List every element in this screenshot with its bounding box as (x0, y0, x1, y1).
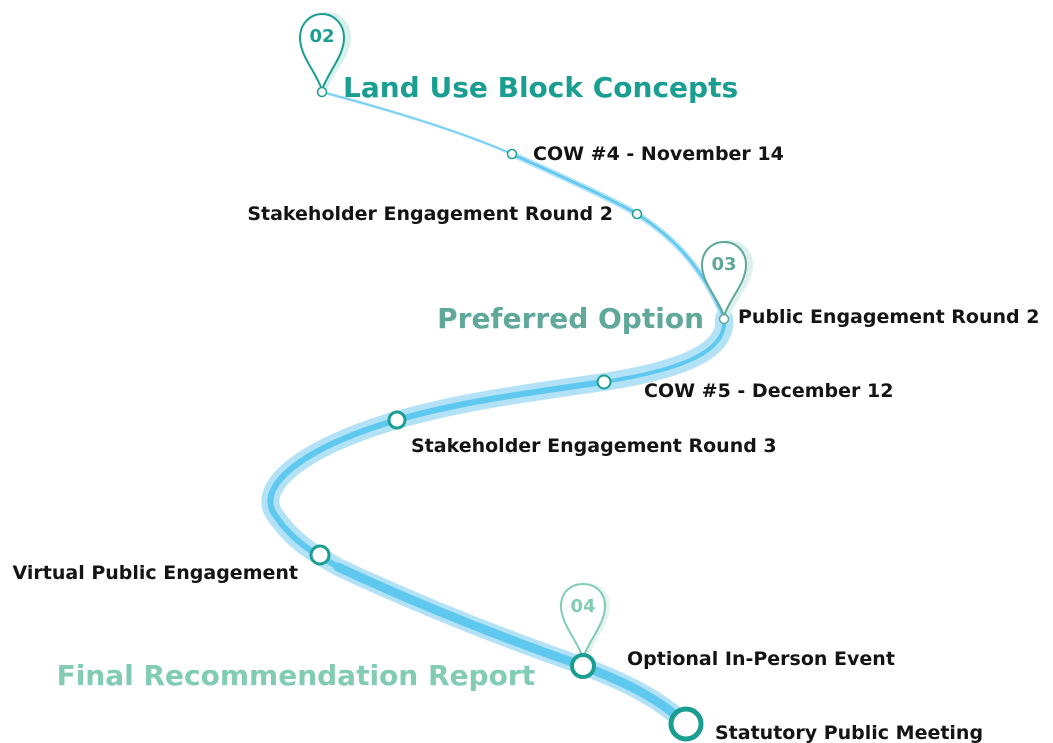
path-halo-segment-2 (509, 151, 727, 321)
pin-outline-04 (559, 582, 607, 662)
milestone-node-in-person-event (570, 653, 596, 679)
milestone-nodes (309, 148, 704, 742)
phase-title-preferred-option: Preferred Option (437, 302, 704, 335)
phase-title-final-report: Final Recommendation Report (57, 659, 535, 692)
pin-number-04: 04 (570, 596, 595, 617)
path-core-segment-2 (510, 152, 726, 320)
pin-anchor-03 (718, 313, 730, 325)
milestone-label-cow5: COW #5 - December 12 (644, 380, 893, 402)
milestone-label-stakeholder-round-3: Stakeholder Engagement Round 3 (411, 435, 777, 457)
phase-pin-02: 02 (298, 12, 351, 98)
milestone-node-stakeholder-round-2 (631, 208, 643, 220)
pin-anchor-02 (316, 86, 328, 98)
milestone-label-cow4: COW #4 - November 14 (533, 143, 784, 165)
milestone-node-cow4 (506, 148, 518, 160)
path-core-segment-5 (333, 562, 691, 729)
milestone-node-statutory-meeting (668, 706, 704, 742)
milestone-label-public-round-2: Public Engagement Round 2 (738, 306, 1039, 328)
phase-pin-04: 04 (559, 582, 610, 662)
timeline-path (261, 90, 734, 733)
path-core-segment-3 (602, 316, 727, 384)
phase-pin-03: 03 (700, 240, 753, 325)
pin-outline-03 (700, 240, 748, 320)
pin-number-02: 02 (309, 26, 334, 47)
path-core-segment-4 (267, 379, 607, 570)
milestone-label-virtual-engagement: Virtual Public Engagement (13, 562, 298, 584)
milestone-node-stakeholder-round-3 (387, 410, 407, 430)
phase-title-land-use: Land Use Block Concepts (343, 71, 738, 104)
milestone-label-statutory-meeting: Statutory Public Meeting (715, 722, 983, 743)
path-core-segment-1 (321, 91, 513, 155)
milestone-label-stakeholder-round-2: Stakeholder Engagement Round 2 (247, 203, 613, 225)
milestone-label-in-person-event: Optional In-Person Event (627, 648, 895, 670)
pin-outline-02 (298, 12, 346, 94)
milestone-node-virtual-engagement (309, 544, 331, 566)
pin-number-03: 03 (711, 254, 736, 275)
milestone-node-cow5 (596, 374, 612, 390)
